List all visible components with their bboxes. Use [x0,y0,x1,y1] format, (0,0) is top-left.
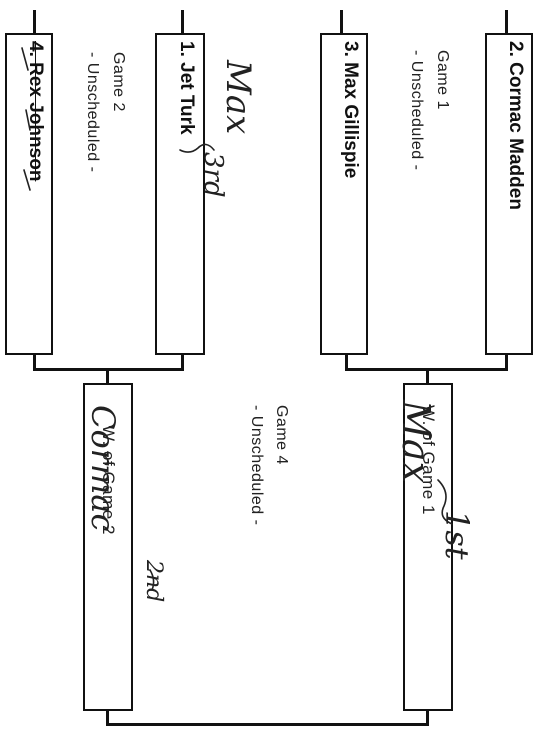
handwriting-first: 1st [438,510,476,560]
game2-status: - Unscheduled - [84,52,101,173]
game4-title: Game 4 [273,405,290,465]
connector-stub-seed3 [340,10,343,34]
seed-box-rex-johnson: 4. Rex Johnson [5,33,53,355]
game4-status: - Unscheduled - [248,405,265,526]
game2-title: Game 2 [110,52,127,112]
seed-label-rex-johnson: 4. Rex Johnson [25,41,46,182]
seed-box-cormac-madden: 2. Cormac Madden [485,33,533,355]
seed-box-max-gillispie: 3. Max Gillispie [320,33,368,355]
game1-status: - Unscheduled - [408,50,425,171]
connector-game1-to-winner [426,368,429,384]
connector-final-right-down [426,710,429,726]
seed-label-max-gillispie: 3. Max Gillispie [340,41,361,179]
connector-game2-to-winner [106,368,109,384]
handwriting-max-top: Max [218,60,258,135]
winner-box-game1: W. of Game 1 [403,383,453,711]
connector-final-horizontal [106,723,429,726]
connector-stub-seed4 [33,10,36,34]
connector-stub-seed1 [181,10,184,34]
handwriting-second: 2nd [141,560,166,603]
connector-seed4-down [33,354,36,370]
connector-seed1-down [181,354,184,370]
connector-seed3-down [345,354,348,370]
seed-label-cormac-madden: 2. Cormac Madden [505,41,526,210]
seed-label-jet-turk: 1. Jet Turk [176,41,197,135]
game1-title: Game 1 [434,50,451,110]
handwriting-cormac-winner: Cormac [84,405,122,532]
seed-box-jet-turk: 1. Jet Turk [155,33,205,355]
connector-seed2-down [505,354,508,370]
connector-stub-seed2 [505,10,508,34]
connector-final-left-down [106,710,109,726]
handwriting-third: 3rd [198,152,228,198]
handwriting-max-winner: Max [394,400,438,483]
